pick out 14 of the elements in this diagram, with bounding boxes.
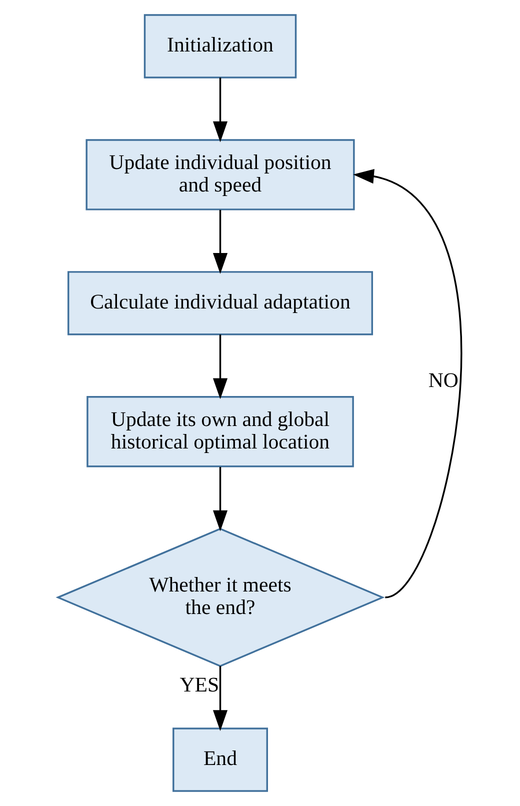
arrow [212, 334, 228, 400]
edge-label: YES [180, 672, 220, 696]
arrow [212, 666, 228, 731]
node-box: Initialization [144, 14, 297, 78]
node-diamond: Whether it meets the end? [56, 528, 385, 667]
arrow [212, 210, 228, 274]
node-box: Update its own and global historical optimal location [86, 396, 354, 468]
node-box: Update individual position and speed [86, 139, 355, 210]
arrow [212, 467, 228, 532]
arrow [212, 78, 228, 142]
edge-label: NO [428, 368, 458, 392]
node-box: End [172, 728, 268, 792]
arrow [353, 169, 462, 598]
node-box: Calculate individual adaptation [68, 271, 374, 336]
